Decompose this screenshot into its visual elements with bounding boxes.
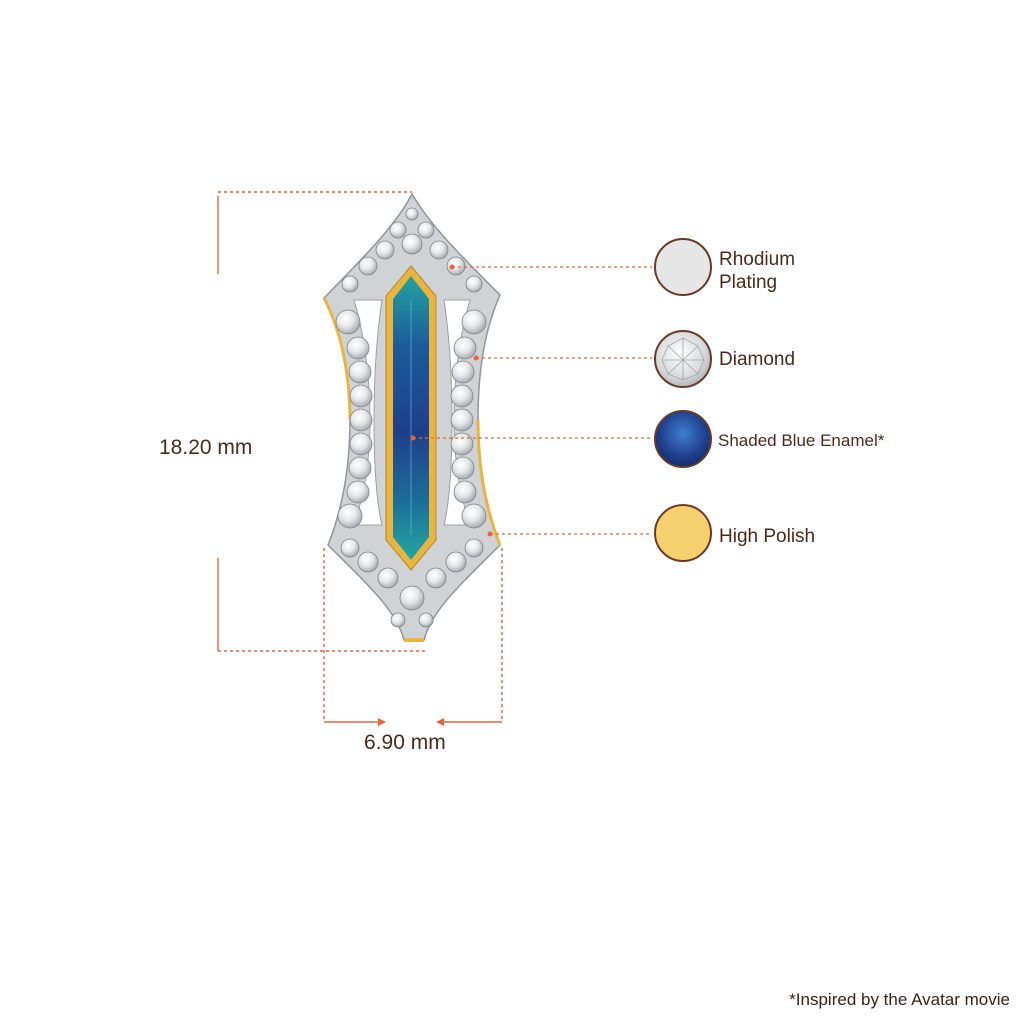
rhodium-label-line2: Plating: [719, 272, 778, 293]
enamel-label: Shaded Blue Enamel*: [718, 431, 885, 450]
width-label: 6.90 mm: [364, 731, 446, 754]
rhodium-label-line1: Rhodium: [719, 249, 796, 270]
diamond-icon: [661, 337, 705, 381]
material-leaders: [413, 266, 652, 535]
footnote: *Inspired by the Avatar movie: [789, 990, 1010, 1009]
diamond-label: Diamond: [719, 349, 796, 370]
diamond-swatch: [654, 330, 712, 388]
height-label: 18.20 mm: [159, 436, 253, 459]
high-polish-label: High Polish: [719, 526, 816, 547]
rhodium-swatch: [654, 238, 712, 296]
pendant-body: [322, 192, 502, 642]
rhodium-label: Rhodium Plating: [719, 248, 795, 294]
enamel-swatch: [654, 410, 712, 468]
high-polish-swatch: [654, 504, 712, 562]
height-dimension: [217, 191, 425, 652]
width-dimension: [323, 548, 503, 726]
